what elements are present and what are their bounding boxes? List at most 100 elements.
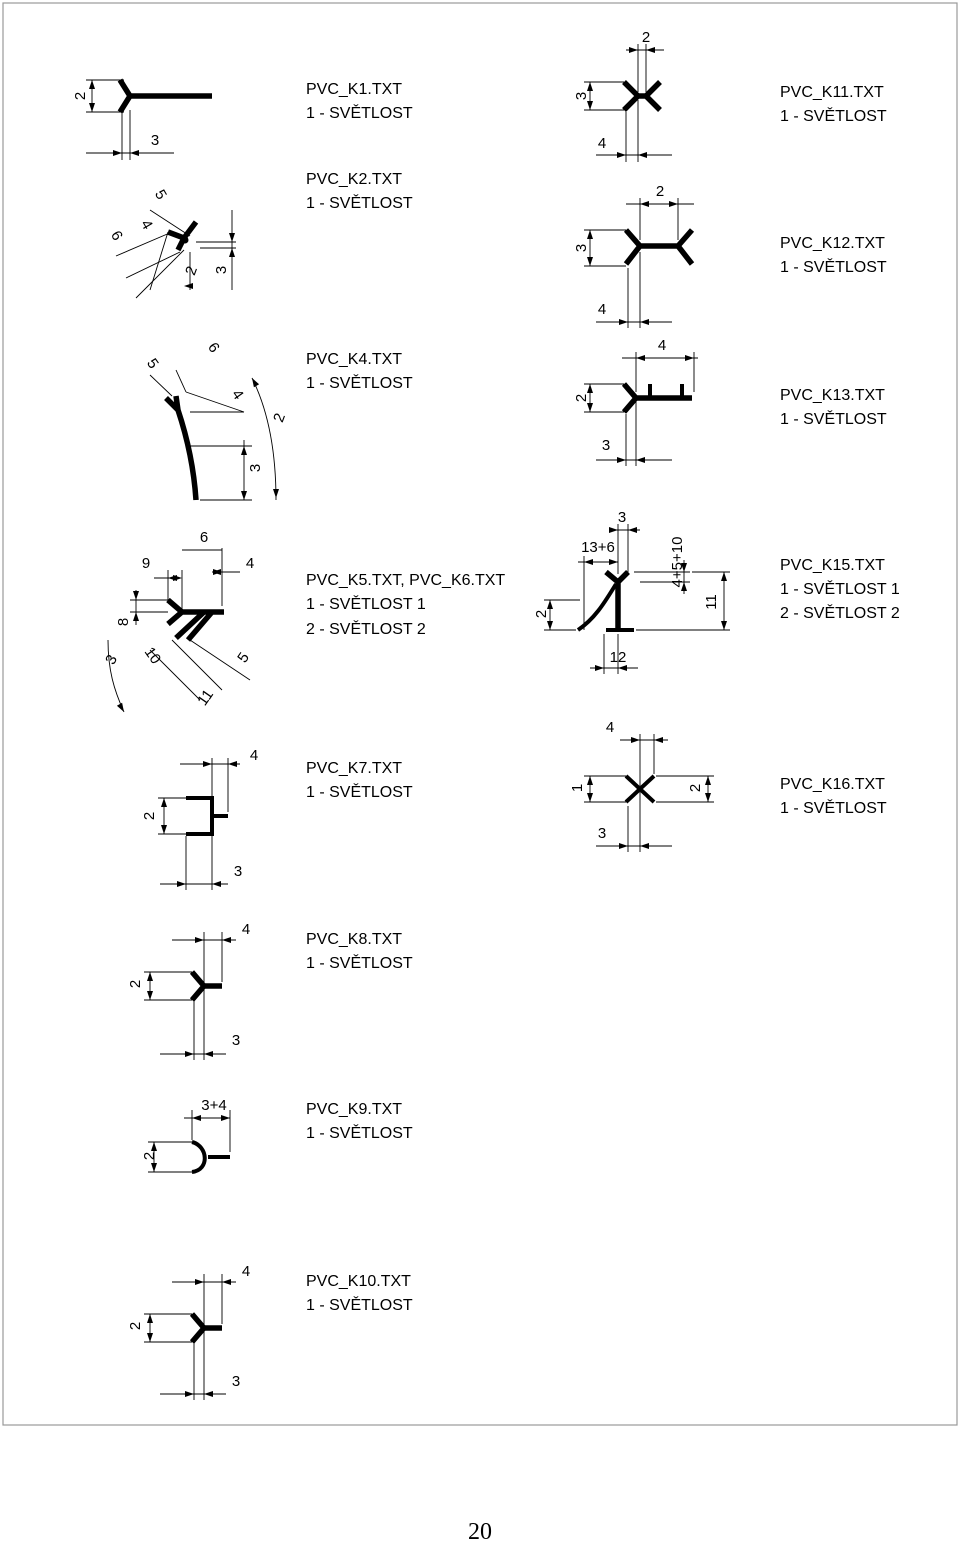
profile-k13: 4 2 3 PVC_K13.TXT 1 - SVĚTLOST (573, 337, 887, 466)
profile-k15-shape (576, 569, 634, 632)
profile-k5: 8 9 6 4 3 10 5 11 PVC_K5.TXT, PVC_K6.TXT (102, 529, 505, 714)
profile-k12-line1: 1 - SVĚTLOST (780, 257, 887, 276)
profile-k5-shape (166, 597, 224, 642)
dim-k13-c: 3 (602, 437, 610, 454)
profile-k16-dims: 4 1 2 3 (569, 719, 714, 852)
profile-k1-file: PVC_K1.TXT (306, 81, 402, 98)
dim-k1-b: 3 (151, 132, 159, 149)
dim-k8-c: 3 (232, 1032, 240, 1049)
dim-k2-d: 2 (182, 264, 201, 278)
profile-k2-line1: 1 - SVĚTLOST (306, 193, 413, 212)
profile-k10-dims: 4 2 3 (127, 1263, 250, 1400)
page-number: 20 (468, 1519, 492, 1541)
profile-k16: 4 1 2 3 PVC_K16.TXT 1 - SVĚTLOST (569, 719, 887, 852)
profile-k1-dims: 2 3 (72, 79, 174, 160)
dim-k7-c: 3 (234, 863, 242, 880)
dim-k5-a: 9 (142, 555, 150, 572)
profile-k15-file: PVC_K15.TXT (780, 557, 885, 574)
profile-k7-shape (186, 796, 228, 836)
dim-k16-b: 1 (569, 784, 586, 792)
dim-k16-d: 3 (598, 825, 606, 842)
profile-k9-file: PVC_K9.TXT (306, 1101, 402, 1118)
profile-k2-shape (167, 220, 199, 252)
profile-k11-shape (622, 80, 662, 112)
dim-k11-c: 4 (598, 135, 606, 152)
dim-k5-c: 4 (246, 555, 254, 572)
sheet-border (2, 2, 958, 1426)
profile-k9-shape (191, 1140, 230, 1174)
profile-k2-file: PVC_K2.TXT (306, 171, 402, 188)
profile-k1: 2 3 PVC_K1.TXT 1 - SVĚTLOST (72, 78, 413, 160)
dim-k15-a: 3 (618, 509, 626, 526)
profile-k8-file: PVC_K8.TXT (306, 931, 402, 948)
dim-k5-b: 6 (200, 529, 208, 546)
dim-k10-c: 3 (232, 1373, 240, 1390)
dim-k4-a: 5 (143, 355, 162, 372)
profile-k5-dims: 8 9 6 4 3 10 5 11 (102, 529, 254, 714)
dim-k4-c: 4 (228, 386, 247, 403)
dim-k15-b: 13+6 (581, 539, 615, 556)
profile-k4-dims: 5 6 4 2 3 (143, 339, 289, 501)
dim-k5-f: 10 (141, 644, 164, 667)
profile-k8-dims: 4 2 3 (127, 921, 250, 1060)
profile-k7-dims: 4 2 3 (141, 747, 258, 890)
profile-k13-dims: 4 2 3 (573, 337, 698, 466)
dim-k12-a: 2 (656, 183, 664, 200)
dim-k5-e: 3 (102, 652, 121, 668)
dim-k13-a: 4 (658, 337, 666, 354)
profile-k10-shape (189, 1312, 222, 1344)
profile-k16-line1: 1 - SVĚTLOST (780, 798, 887, 817)
profile-k4-shape (164, 395, 199, 501)
profile-k11: 2 3 4 PVC_K11.TXT 1 - SVĚTLOST (573, 29, 887, 162)
profile-k11-dims: 2 3 4 (573, 29, 672, 162)
profile-k7: 4 2 3 PVC_K7.TXT 1 - SVĚTLOST (141, 747, 413, 890)
dim-k5-h: 11 (194, 686, 217, 709)
dim-k1-a: 2 (72, 92, 89, 100)
profile-k4-file: PVC_K4.TXT (306, 351, 402, 368)
dim-k16-c: 2 (687, 784, 704, 792)
dim-k7-b: 2 (141, 812, 158, 820)
dim-k11-b: 3 (573, 92, 590, 100)
profile-k9-line1: 1 - SVĚTLOST (306, 1123, 413, 1142)
profile-k13-file: PVC_K13.TXT (780, 387, 885, 404)
profile-k10: 4 2 3 PVC_K10.TXT 1 - SVĚTLOST (127, 1263, 413, 1400)
dim-k12-c: 4 (598, 301, 606, 318)
dim-k15-d: 2 (533, 610, 550, 618)
dim-k4-d: 2 (270, 411, 289, 425)
profile-k12-file: PVC_K12.TXT (780, 235, 885, 252)
profile-k16-file: PVC_K16.TXT (780, 776, 885, 793)
profile-k5-file: PVC_K5.TXT, PVC_K6.TXT (306, 572, 505, 589)
dim-k10-b: 2 (127, 1322, 144, 1330)
profile-k13-shape (621, 382, 692, 414)
dim-k2-a: 6 (107, 228, 126, 244)
dim-k4-e: 3 (247, 464, 264, 472)
dim-k10-a: 4 (242, 1263, 250, 1280)
profile-k1-shape (117, 78, 212, 114)
dim-k7-a: 4 (250, 747, 258, 764)
profile-k15-line1: 1 - SVĚTLOST 1 (780, 579, 900, 598)
profile-k11-line1: 1 - SVĚTLOST (780, 106, 887, 125)
profile-k7-line1: 1 - SVĚTLOST (306, 782, 413, 801)
dim-k2-c: 5 (151, 187, 170, 203)
dim-k2-e: 3 (213, 266, 230, 274)
profile-k9-dims: 3+4 2 (141, 1097, 231, 1173)
profile-k12: 2 3 4 PVC_K12.TXT 1 - SVĚTLOST (573, 183, 887, 328)
profile-k12-dims: 2 3 4 (573, 183, 694, 328)
profile-k4-line1: 1 - SVĚTLOST (306, 373, 413, 392)
profile-k7-file: PVC_K7.TXT (306, 760, 402, 777)
dim-k16-a: 4 (606, 719, 614, 736)
profile-k1-line1: 1 - SVĚTLOST (306, 103, 413, 122)
profile-k12-shape (623, 228, 695, 266)
profile-k15-dims: 3 13+6 4+5+10 2 11 (533, 509, 730, 674)
dim-k5-d: 8 (115, 618, 132, 626)
profile-k11-file: PVC_K11.TXT (780, 84, 884, 101)
profile-k9: 3+4 2 PVC_K9.TXT 1 - SVĚTLOST (141, 1097, 413, 1174)
profile-k13-line1: 1 - SVĚTLOST (780, 409, 887, 428)
dim-k15-e: 11 (703, 594, 720, 610)
dim-k5-g: 5 (234, 649, 253, 666)
dim-k15-c: 4+5+10 (669, 537, 686, 588)
profile-k8-shape (189, 970, 222, 1002)
dim-k9-a: 3+4 (201, 1097, 226, 1114)
profile-k15-line2: 2 - SVĚTLOST 2 (780, 603, 900, 622)
